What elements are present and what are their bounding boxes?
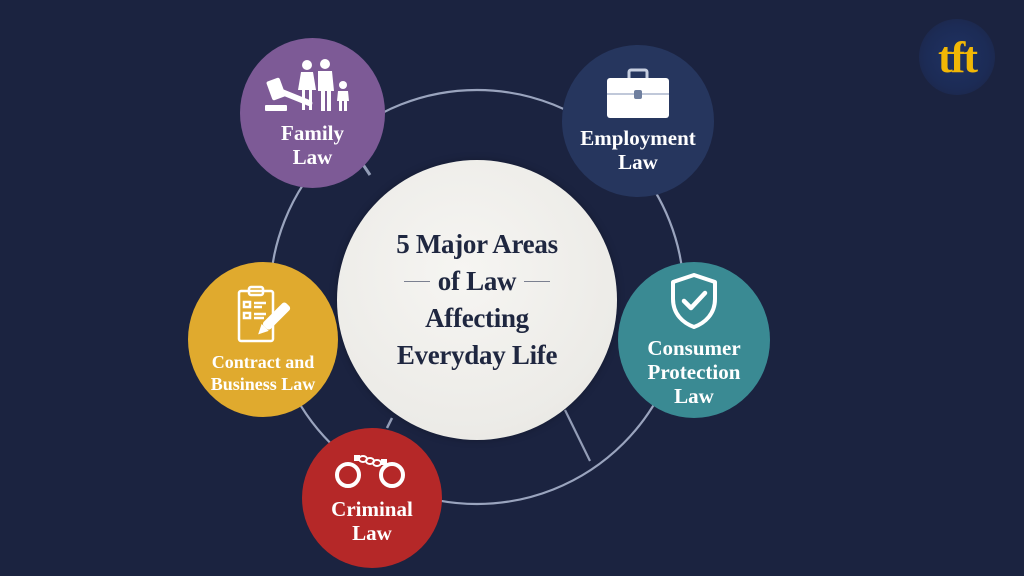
node-consumer-protection-law: Consumer Protection Law (618, 262, 770, 418)
divider-right (524, 281, 551, 282)
title-line-4: Everyday Life (396, 340, 558, 370)
title-line-3: Affecting (425, 303, 529, 333)
employment-law-line-1: Employment (580, 126, 696, 150)
node-contract-business-law: Contract and Business Law (188, 262, 338, 417)
family-law-line-1: Family (281, 121, 344, 145)
employment-law-line-2: Law (618, 150, 658, 174)
handcuffs-icon (335, 455, 405, 488)
family-gavel-icon (264, 59, 349, 111)
shield-check-icon (671, 273, 717, 329)
node-employment-law: Employment Law (562, 45, 714, 197)
center-title-circle: 5 Major Areas of Law Affecting Everyday … (337, 160, 617, 440)
title-line-1: 5 Major Areas (396, 229, 558, 259)
clipboard-pen-icon (237, 285, 291, 342)
contract-law-line-2: Business Law (210, 373, 316, 394)
criminal-law-line-2: Law (352, 521, 392, 545)
consumer-law-line-3: Law (674, 384, 714, 408)
consumer-law-line-1: Consumer (647, 336, 741, 360)
briefcase-icon (607, 68, 669, 118)
contract-law-line-1: Contract and (211, 351, 315, 372)
node-criminal-law: Criminal Law (302, 428, 442, 568)
family-law-line-2: Law (292, 145, 333, 169)
tft-logo: tft (919, 19, 995, 95)
logo-text: tft (938, 32, 978, 82)
consumer-law-line-2: Protection (647, 360, 741, 384)
title-line-2-text: of Law (437, 266, 517, 296)
title-line-2: of Law (403, 263, 551, 300)
divider-left (403, 281, 430, 282)
node-family-law: Family Law (240, 38, 385, 188)
criminal-law-line-1: Criminal (331, 497, 413, 521)
